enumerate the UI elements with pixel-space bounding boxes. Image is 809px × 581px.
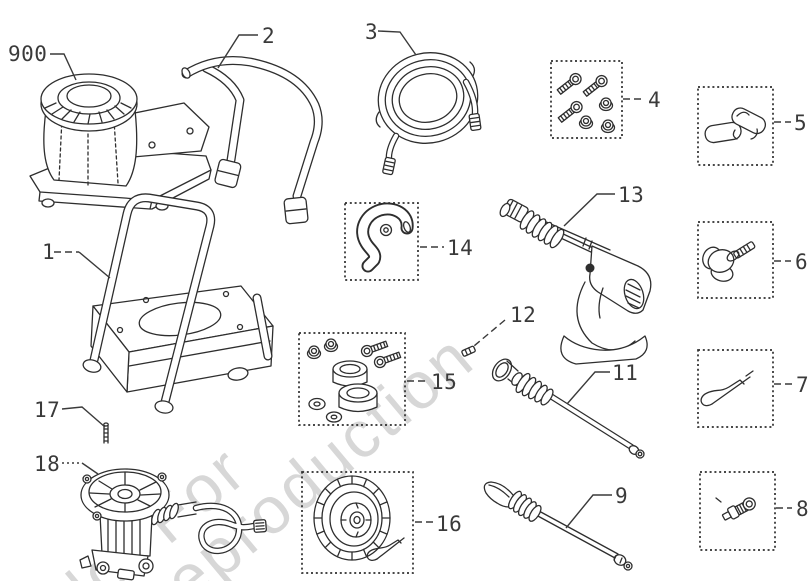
kit-box-15 bbox=[298, 332, 406, 426]
kit-box-6 bbox=[697, 221, 774, 299]
kit-box-14 bbox=[344, 202, 419, 281]
callout-pin: 12 bbox=[510, 303, 536, 327]
callout-coupler-kit: 8 bbox=[796, 497, 809, 521]
leader-11 bbox=[566, 371, 610, 405]
bolt-nut-kit-drawing bbox=[556, 72, 616, 134]
engine-drawing bbox=[29, 73, 212, 211]
callout-spray-gun: 13 bbox=[618, 183, 644, 207]
spray-wand-drawing bbox=[491, 358, 645, 459]
callout-labels: 900 1 2 3 4 5 6 7 8 9 11 12 13 14 15 16 … bbox=[8, 20, 809, 536]
callout-frame: 1 bbox=[42, 240, 55, 264]
callout-clip-kit: 7 bbox=[796, 373, 809, 397]
callout-turbo-wand: 9 bbox=[615, 484, 628, 508]
turbo-wand-drawing bbox=[483, 481, 633, 571]
pin-drawing bbox=[461, 345, 476, 357]
callout-wheel-kit: 16 bbox=[436, 512, 462, 536]
callout-engine: 900 bbox=[8, 42, 47, 66]
leader-13 bbox=[563, 193, 615, 227]
callout-pump: 18 bbox=[34, 452, 60, 476]
hook-kit-drawing bbox=[356, 202, 414, 273]
grip-kit-drawing bbox=[704, 107, 767, 144]
clip-kit-drawing bbox=[700, 370, 754, 407]
leader-12 bbox=[473, 319, 506, 347]
leader-18b bbox=[81, 462, 99, 475]
callout-spray-wand: 11 bbox=[612, 361, 638, 385]
callout-rod-pin: 17 bbox=[34, 398, 60, 422]
callout-grip-kit: 5 bbox=[794, 111, 807, 135]
coupler-kit-drawing bbox=[715, 497, 756, 521]
rod-pin-drawing bbox=[103, 422, 109, 444]
spray-gun-drawing bbox=[499, 198, 652, 365]
kit-box-4 bbox=[550, 60, 623, 139]
callout-hook-kit: 14 bbox=[447, 236, 473, 260]
leader-lines bbox=[50, 30, 792, 529]
leader-17 bbox=[61, 406, 106, 428]
pump-drawing bbox=[79, 468, 267, 581]
leader-1b bbox=[78, 251, 111, 279]
leader-9 bbox=[565, 494, 612, 529]
leader-3 bbox=[377, 30, 417, 56]
leader-2 bbox=[217, 34, 258, 69]
callout-bolt-kit: 4 bbox=[648, 88, 661, 112]
handle-drawing bbox=[181, 56, 323, 225]
frame-drawing bbox=[82, 193, 274, 414]
callout-hose: 3 bbox=[365, 20, 378, 44]
knob-kit-drawing bbox=[702, 241, 756, 282]
callout-mount-kit: 15 bbox=[431, 370, 457, 394]
wheel-kit-drawing bbox=[313, 475, 405, 561]
hose-drawing bbox=[375, 52, 482, 176]
vibration-mount-kit-drawing bbox=[306, 338, 402, 423]
callout-knob-kit: 6 bbox=[795, 250, 808, 274]
leader-900 bbox=[50, 53, 77, 81]
kit-box-7 bbox=[697, 349, 774, 428]
callout-handle: 2 bbox=[262, 24, 275, 48]
